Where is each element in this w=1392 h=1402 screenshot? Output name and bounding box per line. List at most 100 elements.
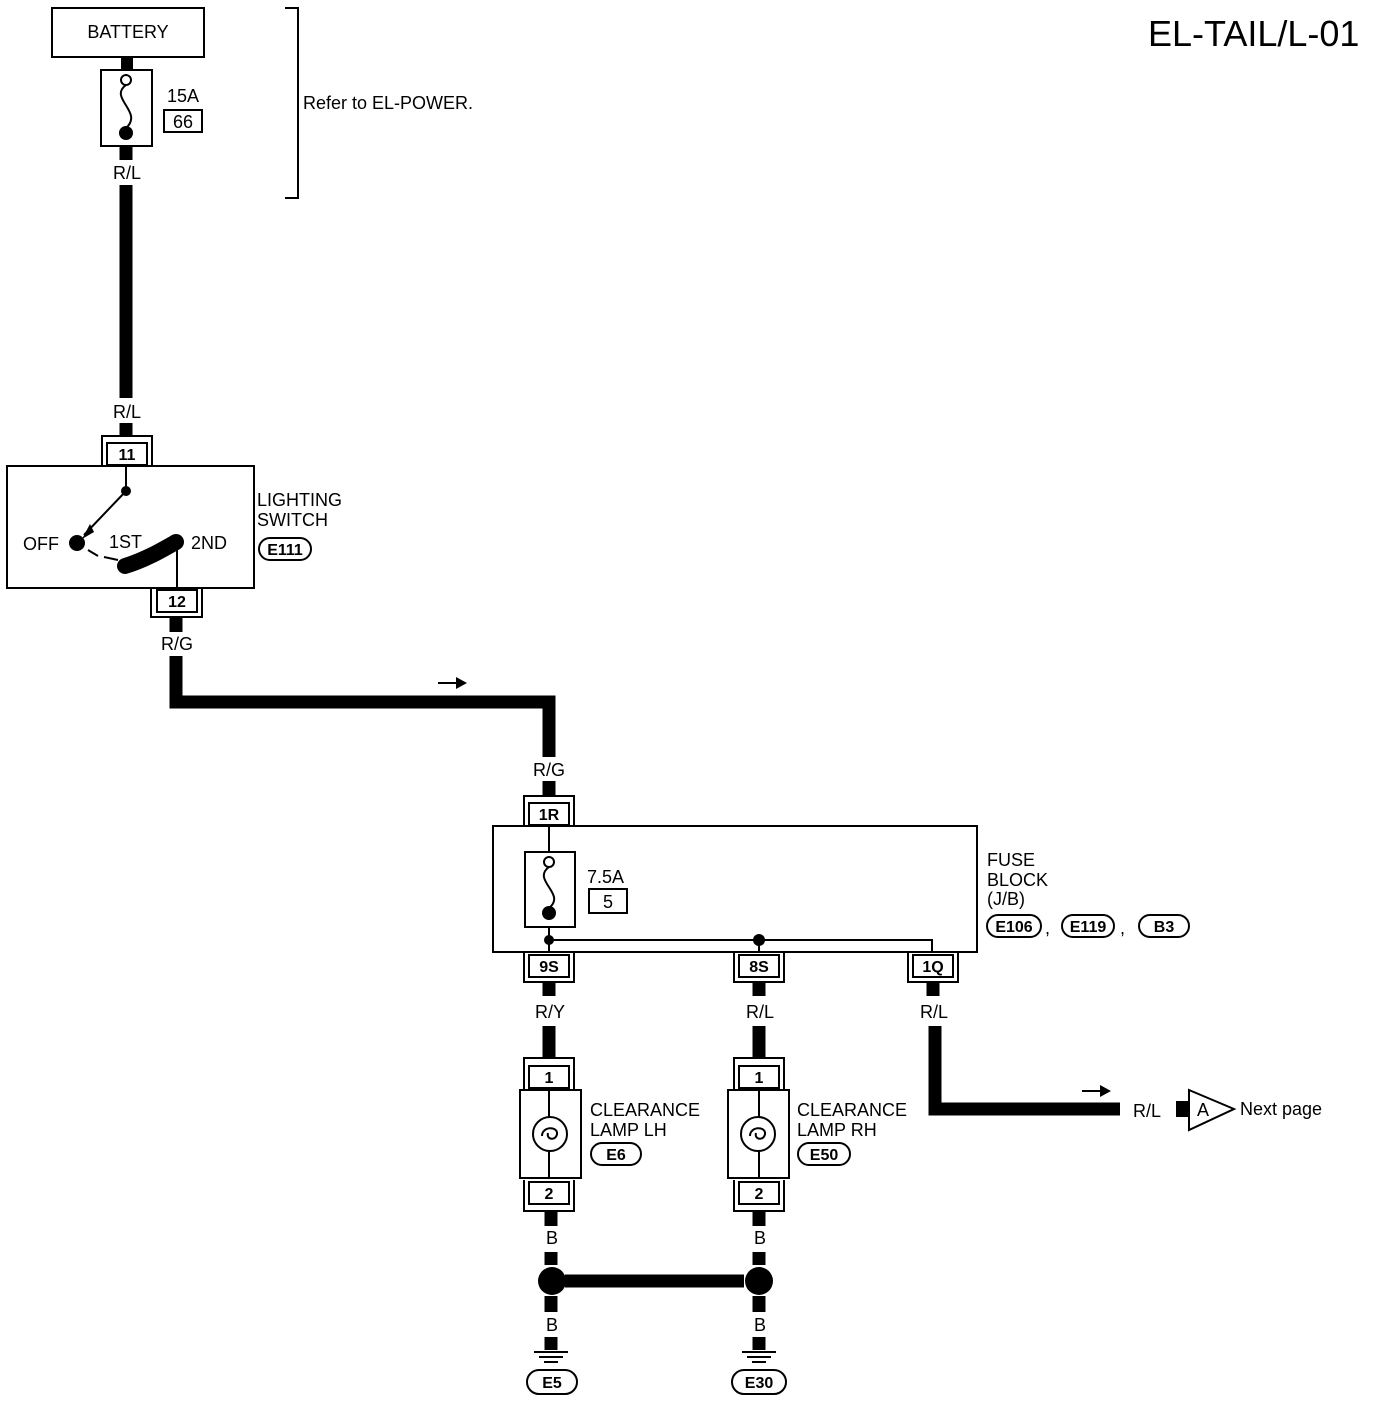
fuse-block-pin-in: 1R: [539, 807, 560, 824]
wire-to-next-page: [928, 1026, 1120, 1116]
fuse-block-name-line3: (J/B): [987, 889, 1025, 909]
wire-label-rh-ground-lower: B: [754, 1315, 766, 1335]
wire-label-lh-feed: R/Y: [535, 1002, 565, 1022]
bulb-rh-filament-icon: [749, 1127, 766, 1140]
wire-label-rh-feed: R/L: [746, 1002, 774, 1022]
bulb-lh-icon: [532, 1116, 568, 1152]
lamp-lh-name-line1: CLEARANCE: [590, 1100, 700, 1120]
lamp-rh-name-line2: LAMP RH: [797, 1120, 877, 1140]
connector-shroud-1r: [523, 795, 575, 826]
lamp-lh-pin-bottom-box: [528, 1181, 570, 1205]
fuse-5-top-pin: [543, 856, 555, 868]
ground-lh-connector-badge: [526, 1369, 578, 1395]
pin-1q-box: [912, 954, 954, 978]
fuse-block-connector-sep-2: ,: [1120, 918, 1125, 938]
connector-shroud-11: [101, 435, 153, 466]
main-fuse-number: 66: [173, 112, 193, 132]
lamp-rh-pin-top-box: [738, 1065, 780, 1089]
lamp-lh-connector-badge: [590, 1142, 642, 1166]
battery-label: BATTERY: [87, 22, 168, 42]
fuse-block-fuse-number-box: [588, 888, 628, 914]
refer-bracket: [285, 7, 299, 199]
switch-pos-2nd: 2ND: [191, 533, 227, 553]
lamp-lh-shroud-top: [523, 1057, 575, 1090]
next-page-triangle-icon[interactable]: [1188, 1088, 1237, 1132]
switch-off-contact: [69, 535, 85, 551]
wire-switch-to-fuse-block: [169, 656, 556, 757]
ground-lh-symbol-icon: [534, 1351, 568, 1363]
next-page-marker: A: [1197, 1100, 1209, 1120]
switch-pos-1st: 1ST: [109, 532, 142, 552]
lamp-lh-pin-bottom: 2: [545, 1186, 554, 1203]
wire-label-rh-ground-upper: B: [754, 1228, 766, 1248]
fuse-block-connector-1: E106: [995, 919, 1032, 936]
lamp-lh-name-line2: LAMP LH: [590, 1120, 667, 1140]
fuse-block-name-line1: FUSE: [987, 850, 1035, 870]
fuse-block-pin-8s: 8S: [749, 959, 769, 976]
fuse-block-bus: [549, 939, 933, 952]
switch-lever-arrow-icon: [82, 524, 94, 539]
fuse-block-pin-9s: 9S: [539, 959, 559, 976]
next-page-text[interactable]: Next page: [1240, 1099, 1322, 1119]
wire-label-next-end: R/L: [1133, 1101, 1161, 1121]
refer-note: Refer to EL-POWER.: [303, 93, 473, 113]
ground-rh-symbol-icon: [742, 1351, 776, 1363]
switch-pin-in: 11: [119, 447, 136, 464]
switch-name-line2: SWITCH: [257, 510, 328, 530]
next-flow-arrow-icon: [1082, 1085, 1111, 1097]
switch-pin-out: 12: [168, 594, 186, 611]
ground-splice-lh: [538, 1267, 566, 1295]
switch-connector-id: E111: [267, 542, 303, 559]
lamp-rh-pin-top: 1: [755, 1070, 764, 1087]
fuse-block-connector-2: E119: [1070, 919, 1107, 936]
ground-rh-connector-badge: [731, 1369, 787, 1395]
switch-off-tick: [87, 549, 99, 557]
fuse-block-connector-badge-1: [986, 914, 1042, 938]
main-fuse-top-pin: [120, 74, 132, 86]
wire-label-next-feed: R/L: [920, 1002, 948, 1022]
main-fuse-element-icon: [119, 84, 133, 129]
fuse-block-connector-sep-1: ,: [1045, 918, 1050, 938]
pin-9s-box: [528, 954, 570, 978]
main-fuse-number-box: [163, 109, 203, 133]
lamp-rh-connector-badge: [797, 1142, 851, 1166]
battery-terminal: [121, 57, 133, 71]
next-page-terminal: [1176, 1101, 1189, 1117]
fuse-block-connector-3: B3: [1154, 919, 1175, 936]
lamp-rh-pin-bottom-box: [738, 1181, 780, 1205]
lamp-lh-pin-top-box: [528, 1065, 570, 1089]
lamp-rh-connector: E50: [810, 1147, 839, 1164]
switch-contact-bar: [117, 534, 184, 574]
wire-label-lh-ground-lower: B: [546, 1315, 558, 1335]
fuse-block-connector-badge-3: [1138, 914, 1190, 938]
fuse-block-fuse-number: 5: [603, 892, 613, 912]
switch-pos-off: OFF: [23, 534, 59, 554]
fuse-5-element-icon: [542, 866, 556, 909]
fuse-5-bottom-pin: [542, 906, 556, 920]
pin-8s-box: [738, 954, 780, 978]
lamp-lh-pin-top: 1: [545, 1070, 554, 1087]
main-fuse-bottom-pin: [119, 126, 133, 140]
ground-rh-connector: E30: [745, 1375, 774, 1392]
fuse-block-connector-badge-2: [1061, 914, 1115, 938]
wire-label-fuse-block-in: R/G: [533, 760, 565, 780]
wire-label-lh-ground-upper: B: [546, 1228, 558, 1248]
page-title: EL-TAIL/L-01: [1148, 13, 1359, 54]
battery-box: [51, 7, 205, 58]
ground-lh-connector: E5: [542, 1375, 562, 1392]
fuse-block-name-line2: BLOCK: [987, 870, 1048, 890]
lamp-rh-shroud-top: [733, 1057, 785, 1090]
bulb-lh-filament-icon: [541, 1127, 558, 1140]
lamp-rh-pin-bottom: 2: [755, 1186, 764, 1203]
switch-1st-tick: [103, 556, 119, 561]
fuse-block-fuse-rating: 7.5A: [587, 867, 624, 887]
fuse-block-pin-1q: 1Q: [922, 959, 943, 976]
wire-label-switch-in: R/L: [113, 402, 141, 422]
main-fuse-rating: 15A: [167, 86, 199, 106]
ground-splice-rh: [745, 1267, 773, 1295]
pin-12-box: [156, 589, 198, 613]
wire-label-battery-out: R/L: [113, 163, 141, 183]
current-flow-arrow-icon: [438, 677, 467, 689]
wire-label-switch-out: R/G: [161, 634, 193, 654]
